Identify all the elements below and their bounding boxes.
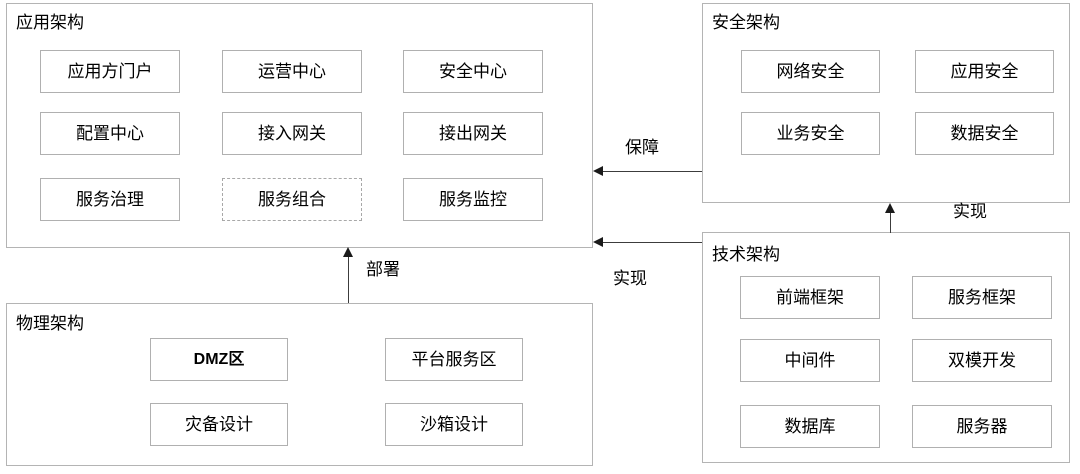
edge-label-shixian-technology-application: 实现	[613, 269, 647, 288]
panel-physical-title: 物理架构	[16, 314, 84, 333]
node-service-monitoring[interactable]: 服务监控	[403, 178, 543, 221]
node-operation-center[interactable]: 运营中心	[222, 50, 362, 93]
edge-line-technology-to-application	[601, 242, 702, 243]
edge-line-physical-to-application	[348, 256, 349, 303]
edge-arrow-security-to-application	[593, 166, 603, 176]
node-service-composition[interactable]: 服务组合	[222, 178, 362, 221]
node-disaster-recovery-design[interactable]: 灾备设计	[150, 403, 288, 446]
edge-arrow-technology-to-application	[593, 237, 603, 247]
node-sandbox-design[interactable]: 沙箱设计	[385, 403, 523, 446]
edge-arrow-physical-to-application	[343, 247, 353, 257]
node-security-center[interactable]: 安全中心	[403, 50, 543, 93]
edge-label-shixian-technology-security: 实现	[953, 202, 987, 221]
panel-security-architecture	[702, 3, 1070, 203]
node-middleware[interactable]: 中间件	[740, 339, 880, 382]
node-database[interactable]: 数据库	[740, 405, 880, 448]
node-dmz-zone[interactable]: DMZ区	[150, 338, 288, 381]
node-network-security[interactable]: 网络安全	[741, 50, 880, 93]
node-business-security[interactable]: 业务安全	[741, 112, 880, 155]
node-config-center[interactable]: 配置中心	[40, 112, 180, 155]
node-data-security[interactable]: 数据安全	[915, 112, 1054, 155]
node-service-governance[interactable]: 服务治理	[40, 178, 180, 221]
node-platform-service-zone[interactable]: 平台服务区	[385, 338, 523, 381]
node-egress-gateway[interactable]: 接出网关	[403, 112, 543, 155]
node-application-security[interactable]: 应用安全	[915, 50, 1054, 93]
node-frontend-framework[interactable]: 前端框架	[740, 276, 880, 319]
edge-label-baozhang: 保障	[625, 138, 659, 157]
edge-line-security-to-application	[601, 171, 702, 172]
node-ingress-gateway[interactable]: 接入网关	[222, 112, 362, 155]
node-app-portal[interactable]: 应用方门户	[40, 50, 180, 93]
panel-security-title: 安全架构	[712, 13, 780, 32]
panel-application-title: 应用架构	[16, 13, 84, 32]
panel-technology-title: 技术架构	[712, 245, 780, 264]
edge-arrow-technology-to-security	[885, 203, 895, 213]
node-bimodal-development[interactable]: 双模开发	[912, 339, 1052, 382]
node-server[interactable]: 服务器	[912, 405, 1052, 448]
edge-label-bushu: 部署	[366, 260, 400, 279]
node-service-framework[interactable]: 服务框架	[912, 276, 1052, 319]
edge-line-technology-to-security	[890, 212, 891, 233]
